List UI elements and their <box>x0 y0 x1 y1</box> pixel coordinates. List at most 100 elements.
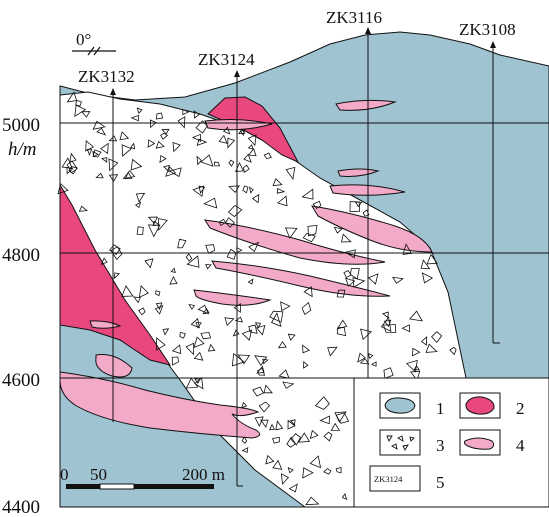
breccia-fragment <box>359 358 370 365</box>
breccia-fragment <box>301 301 312 316</box>
breccia-fragment <box>371 361 377 367</box>
breccia-fragment <box>74 104 87 117</box>
breccia-fragment <box>170 267 176 274</box>
legend-number-1: 1 <box>436 399 445 418</box>
breccia-fragment <box>335 412 350 424</box>
breccia-fragment <box>406 359 418 373</box>
breccia-fragment <box>243 153 252 163</box>
breccia-fragment <box>254 355 268 367</box>
breccia-fragment <box>163 164 170 173</box>
breccia-fragment <box>240 401 248 409</box>
breccia-fragment <box>341 492 348 500</box>
breccia-fragment <box>168 167 182 178</box>
scale-bar: 0 50 200 m <box>60 465 225 490</box>
breccia-fragment <box>190 317 200 329</box>
intrusion-body-top <box>207 96 300 164</box>
breccia-fragment <box>303 286 313 298</box>
breccia-fragment <box>78 205 88 212</box>
breccia-fragment <box>425 343 438 353</box>
breccia-fragment <box>185 253 193 262</box>
breccia-fragment <box>194 377 204 390</box>
breccia-fragment <box>92 150 99 158</box>
breccia-fragment <box>134 201 142 209</box>
breccia-fragment <box>271 312 282 327</box>
breccia-fragment <box>149 119 157 129</box>
breccia-fragment <box>213 161 221 167</box>
breccia-fragment <box>272 178 283 187</box>
breccia-fragment <box>241 436 248 444</box>
legend-number-3: 3 <box>436 436 445 455</box>
breccia-fragment <box>354 201 363 208</box>
elevation-label-4800: 4800 <box>2 245 40 266</box>
breccia-fragment <box>193 336 205 349</box>
breccia-fragment <box>130 114 140 122</box>
breccia-fragment <box>287 466 294 474</box>
breccia-fragment <box>327 346 338 357</box>
breccia-fragment <box>161 128 170 135</box>
breccia-fragment <box>138 307 146 316</box>
breccia-fragment <box>319 415 330 425</box>
breccia-fragment <box>147 224 161 238</box>
breccia-fragment <box>314 396 330 410</box>
breccia-fragment <box>138 285 149 298</box>
breccia-fragment <box>255 324 266 336</box>
breccia-fragment <box>95 172 104 179</box>
breccia-fragment <box>333 226 343 234</box>
breccia-fragment <box>240 128 246 137</box>
breccia-fragment <box>205 264 212 270</box>
breccia-fragment <box>124 171 133 180</box>
breccia-fragment <box>402 243 413 255</box>
breccia-fragment <box>92 120 106 130</box>
breccia-fragment <box>85 140 95 152</box>
breccia-fragment <box>100 257 108 266</box>
breccia-fragment <box>330 422 341 431</box>
breccia-fragment <box>309 455 322 469</box>
elevation-label-5000: 5000 <box>2 115 40 136</box>
vertical-grid <box>112 76 238 486</box>
breccia-fragment <box>121 285 134 297</box>
breccia-fragment <box>265 454 275 465</box>
breccia-fragment <box>258 401 271 413</box>
legend-number-2: 2 <box>516 399 525 418</box>
ore-lens <box>204 119 273 131</box>
breccia-fragment <box>305 496 320 506</box>
legend-swatch-5 <box>369 465 421 492</box>
breccia-fragment <box>196 155 202 166</box>
breccia-fragment <box>165 165 177 177</box>
breccia-fragment <box>247 134 257 147</box>
breccia-fragment <box>61 157 73 169</box>
breccia-fragment <box>69 152 77 163</box>
breccia-fragment <box>242 185 249 194</box>
drillhole-collar-arrows <box>110 27 496 95</box>
breccia-fragment <box>172 141 181 153</box>
breccia-fragment <box>226 248 237 260</box>
breccia-fragment <box>241 446 249 453</box>
breccia-fragment <box>202 307 210 315</box>
breccia-fragment <box>350 268 360 280</box>
breccia-fragment <box>409 310 423 322</box>
breccia-fragment <box>198 185 206 194</box>
breccia-fragment <box>323 468 332 475</box>
breccia-fragment <box>57 182 69 195</box>
breccia-fragment <box>144 258 154 269</box>
breccia-fragment <box>276 195 288 207</box>
breccia-fragment <box>135 192 146 203</box>
breccia-fragment <box>254 416 264 428</box>
breccia-fragment <box>284 227 298 239</box>
breccia-fragment <box>241 329 253 341</box>
breccia-fragment <box>186 255 200 268</box>
breccia-fragment <box>280 301 291 312</box>
breccia-fragment <box>303 360 309 369</box>
breccia-fragment <box>155 302 163 311</box>
breccia-fragments <box>57 91 457 506</box>
breccia-fragment <box>263 152 272 160</box>
breccia-fragment <box>412 347 421 357</box>
breccia-fragment <box>86 148 93 157</box>
breccia-fragment <box>251 193 260 204</box>
breccia-fragment <box>247 278 254 285</box>
breccia-fragment <box>269 423 276 431</box>
breccia-fragment <box>68 166 78 175</box>
breccia-fragment <box>177 238 187 249</box>
breccia-fragment <box>136 226 144 235</box>
